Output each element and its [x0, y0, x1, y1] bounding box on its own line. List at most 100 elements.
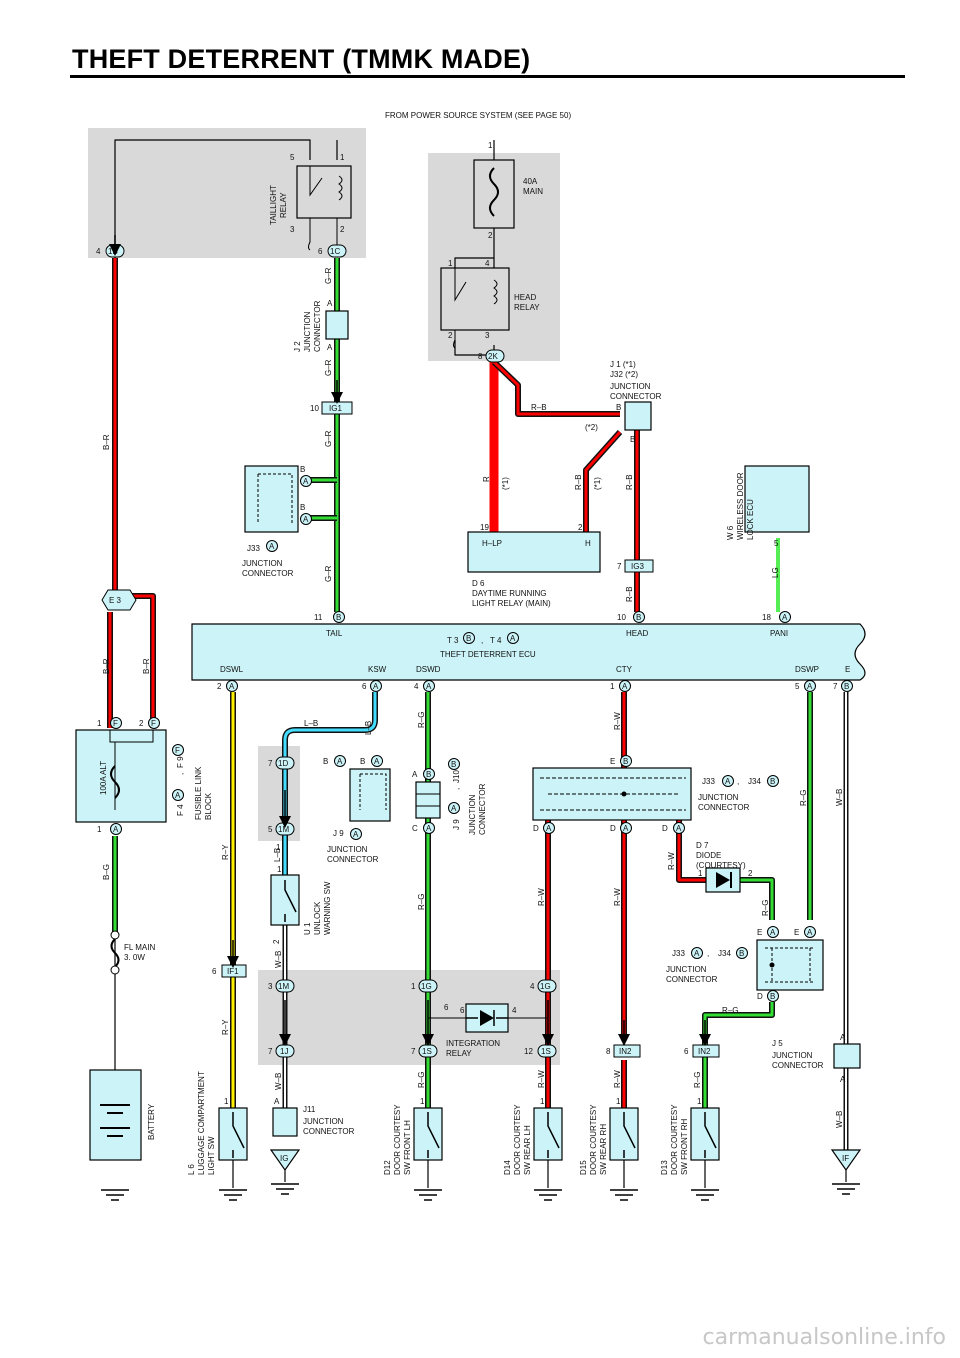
wl-note1-b: (*1) [593, 477, 602, 490]
svg-text:A: A [374, 757, 380, 766]
daytime-label-3: LIGHT RELAY (MAIN) [472, 599, 551, 608]
wire-r-w [545, 692, 708, 1132]
svg-text:B: B [739, 949, 744, 958]
svg-text:5: 5 [795, 682, 800, 691]
d15-label-1: D15 [579, 1160, 588, 1175]
svg-text:1: 1 [698, 869, 703, 878]
svg-text:A: A [353, 830, 359, 839]
j11-junction: A J11 JUNCTION CONNECTOR [272, 1097, 355, 1137]
wl-br-3: B–R [142, 658, 151, 674]
svg-text:1: 1 [276, 843, 281, 852]
svg-text:1: 1 [697, 1097, 702, 1106]
svg-text:1S: 1S [422, 1047, 432, 1056]
svg-text:A: A [807, 928, 813, 937]
fusible-link-comma: , [176, 773, 185, 775]
svg-text:A: A [807, 682, 813, 691]
svg-text:4: 4 [414, 682, 419, 691]
wireless-door-lock-ecu: 5 W 6 WIRELESS DOOR LOCK ECU [726, 465, 810, 548]
svg-text:1: 1 [224, 1097, 229, 1106]
svg-text:7: 7 [268, 759, 273, 768]
svg-text:A: A [229, 682, 235, 691]
svg-text:A: A [327, 343, 333, 352]
wl-gr-4: G–R [324, 565, 333, 582]
wl-note2: (*2) [585, 423, 598, 432]
j33-top-label-2: JUNCTION [242, 559, 283, 568]
wl-rg-6: R–G [722, 1006, 738, 1015]
wl-r: R [482, 476, 491, 482]
ecu-term-e: E [845, 665, 850, 674]
j33-j34-upper-comma: , [737, 777, 739, 786]
j33-j34-upper-j34: J34 [748, 777, 761, 786]
svg-text:A: A [510, 634, 516, 643]
alt-fuse-label: 100A ALT [99, 761, 108, 795]
j1-label-4: CONNECTOR [610, 392, 662, 401]
j11-label-3: CONNECTOR [303, 1127, 355, 1136]
wl-rg-1: R–G [417, 712, 426, 728]
wl-lb-3: L–B [273, 848, 282, 862]
svg-text:A: A [175, 791, 181, 800]
switch-d13: 1 D13 DOOR COURTESY SW FRONT RH [660, 1097, 720, 1175]
wl-rw-5: R–W [537, 1070, 546, 1088]
j1-j32-junction: BB J 1 (*1) J32 (*2) JUNCTION CONNECTOR [610, 360, 662, 444]
svg-text:A: A [269, 542, 275, 551]
svg-text:B: B [336, 613, 341, 622]
j2-label-3: CONNECTOR [313, 300, 322, 352]
svg-text:1: 1 [420, 1097, 425, 1106]
shade-junction-block-top [88, 128, 366, 258]
taillight-relay-label-1: TAILLIGHT [269, 185, 278, 225]
wl-wb-1: W–B [274, 951, 283, 968]
svg-text:1M: 1M [278, 825, 289, 834]
svg-text:1D: 1D [278, 759, 288, 768]
wl-br-2: B–R [102, 658, 111, 674]
j33-j34-lower-label-2: CONNECTOR [666, 975, 718, 984]
svg-text:A: A [623, 824, 629, 833]
j33-j34-upper-label-2: CONNECTOR [698, 803, 750, 812]
svg-text:A: A [840, 1033, 846, 1042]
wl-rw-6: R–W [613, 1070, 622, 1088]
svg-text:IN2: IN2 [619, 1047, 632, 1056]
wl-br-1: B–R [102, 434, 111, 450]
main-fuse-label-1: 40A [523, 177, 538, 186]
svg-text:5: 5 [774, 539, 779, 548]
svg-text:A: A [373, 682, 379, 691]
svg-text:7: 7 [617, 562, 622, 571]
svg-text:18: 18 [762, 613, 771, 622]
svg-text:IG1: IG1 [329, 404, 342, 413]
fusible-link-f9: F 9 [176, 756, 185, 768]
wl-wb-2: W–B [274, 1073, 283, 1090]
svg-text:C: C [412, 824, 418, 833]
switch-l6: 1 L 6 LUGGAGE COMPARTMENT LIGHT SW [187, 1071, 248, 1175]
j33-j34-upper-j33: J33 [702, 777, 715, 786]
svg-text:1: 1 [411, 982, 416, 991]
svg-text:IN2: IN2 [698, 1047, 711, 1056]
ecu-term-pani: PANI [770, 629, 788, 638]
head-relay-label-1: HEAD [514, 293, 536, 302]
wl-rg-2: R–G [417, 894, 426, 910]
svg-text:D: D [757, 992, 763, 1001]
svg-text:B: B [770, 777, 775, 786]
j5-junction: AA J 5 JUNCTION CONNECTOR [772, 1033, 861, 1084]
svg-text:B: B [466, 634, 471, 643]
svg-text:7: 7 [268, 1047, 273, 1056]
svg-text:3: 3 [290, 225, 295, 234]
integration-relay-label-1: INTEGRATION [446, 1039, 500, 1048]
j11-label-1: J11 [303, 1105, 316, 1114]
svg-text:2: 2 [272, 939, 281, 944]
svg-text:6: 6 [362, 682, 367, 691]
svg-text:1: 1 [277, 865, 282, 874]
svg-text:B: B [616, 403, 621, 412]
j5-label-3: CONNECTOR [772, 1061, 824, 1070]
ecu-t4: T 4 [490, 636, 502, 645]
svg-text:1: 1 [488, 141, 493, 150]
svg-text:1G: 1G [540, 982, 551, 991]
svg-text:1: 1 [448, 259, 453, 268]
wl-gr-2: G–R [324, 359, 333, 376]
